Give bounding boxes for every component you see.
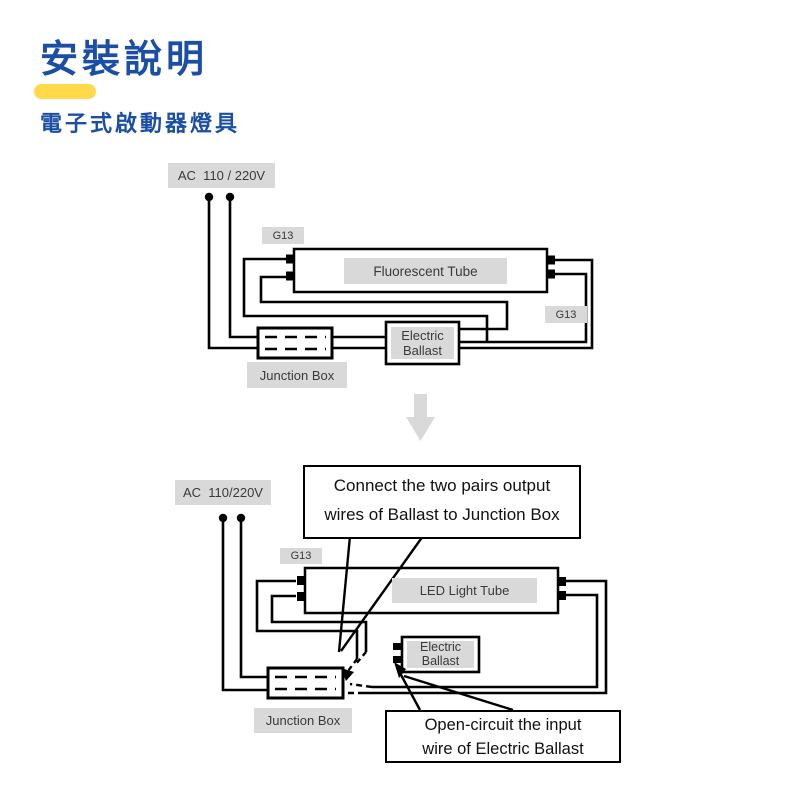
callout-line: wire of Electric Ballast [422, 740, 584, 758]
callout-line: Connect the two pairs output [333, 476, 551, 495]
callout-line: wires of Ballast to Junction Box [324, 505, 560, 524]
fluorescent-tube-label: Fluorescent Tube [344, 258, 507, 284]
wire-left-pin2-after [270, 594, 368, 652]
diagram-before-wires [204, 192, 594, 350]
callout-line: Open-circuit the input [424, 716, 582, 734]
wire-left-pin1 [242, 257, 489, 343]
junction-box-internal-wires-after [275, 675, 336, 691]
tube-pins-after [297, 576, 566, 601]
wire-right-pin2-after [372, 593, 599, 689]
junction-box-label-after: Junction Box [254, 708, 352, 733]
wire-ac-to-right-pin [207, 197, 594, 350]
electric-ballast-label-before: Electric Ballast [391, 327, 454, 359]
down-arrow-icon [406, 394, 435, 441]
junction-box-label-before: Junction Box [247, 362, 347, 388]
junction-box-outline-after [266, 666, 345, 700]
wire-left-pin2 [259, 275, 509, 331]
ac-voltage-label-before: AC 110 / 220V [168, 163, 275, 188]
ballast-label-line2: Ballast [402, 343, 443, 358]
callout-pointer-lines [337, 535, 514, 712]
callout-top-pointer-1 [337, 535, 352, 653]
ballast-input-stub-pins [393, 643, 402, 663]
page-subtitle: 電子式啟動器燈具 [40, 111, 241, 136]
g13-label-before-right: G13 [545, 306, 587, 323]
diagram-after-wires [218, 513, 608, 695]
callout-open-circuit-input: Open-circuit the input wire of Electric … [385, 710, 621, 763]
g13-label-before-left: G13 [262, 227, 304, 244]
page-title: 安裝說明 [40, 39, 209, 81]
callout-connect-output-wires: Connect the two pairs output wires of Ba… [303, 465, 581, 539]
callout-bottom-pointer-1 [398, 672, 422, 711]
wire-ac-to-ballast [228, 197, 388, 339]
junction-box-internal-wires-before [265, 335, 326, 351]
wire-left-pin1-after [255, 579, 359, 659]
tube-pins-before [286, 254, 555, 281]
g13-label-after: G13 [280, 548, 322, 564]
callout-bottom-arrow-tip [394, 662, 406, 678]
callout-top-pointer-2 [340, 535, 424, 652]
ac-voltage-label-after: AC 110/220V [175, 480, 271, 505]
dashed-arrowhead-into-junction [341, 668, 354, 681]
junction-box-outline-before [256, 326, 334, 360]
wire-ac1-to-junction [221, 518, 268, 692]
led-tube-label: LED Light Tube [392, 578, 537, 603]
rewired-dashed-connections [346, 651, 373, 695]
ballast-label-line1: Electric [401, 328, 444, 343]
callout-bottom-pointer-2 [403, 674, 514, 712]
title-underline-bar [34, 84, 96, 99]
ballast-label-line2: Ballast [421, 653, 460, 668]
wire-right-pin1-after [364, 579, 608, 695]
ballast-label-line1: Electric [420, 640, 461, 654]
wire-ac2-to-junction [239, 518, 268, 679]
electric-ballast-label-after: Electric Ballast [407, 640, 474, 668]
